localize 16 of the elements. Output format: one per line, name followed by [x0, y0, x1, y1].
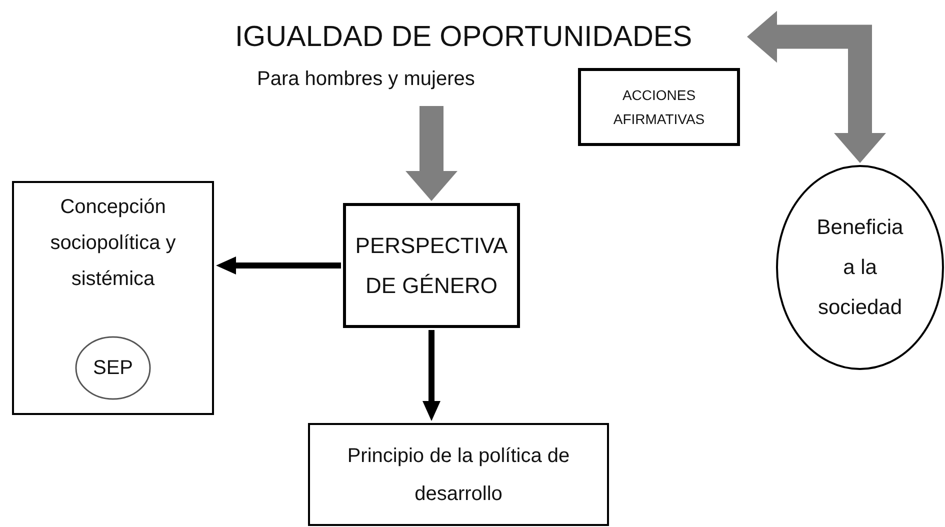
action-box [578, 68, 740, 146]
node-text: Concepción sociopolítica y sistémica [49, 195, 177, 292]
concept-box [12, 181, 214, 415]
block-arrow [747, 10, 886, 163]
node-text: SEP [92, 356, 134, 381]
node-text: PERSPECTIVA DE GÉNERO [354, 232, 509, 300]
arrow [422, 330, 440, 421]
subtitle-text: Para hombres y mujeres [257, 68, 475, 91]
principle-box [308, 423, 609, 526]
node-text: Beneficia a la sociedad [816, 214, 904, 320]
node-text: Principio de la política de desarrollo [346, 444, 571, 506]
title-text: IGUALDAD DE OPORTUNIDADES [235, 21, 692, 54]
process-box [343, 203, 520, 328]
arrow [216, 256, 341, 274]
block-arrow [406, 106, 458, 201]
node-text: ACCIONES AFIRMATIVAS [612, 86, 706, 129]
